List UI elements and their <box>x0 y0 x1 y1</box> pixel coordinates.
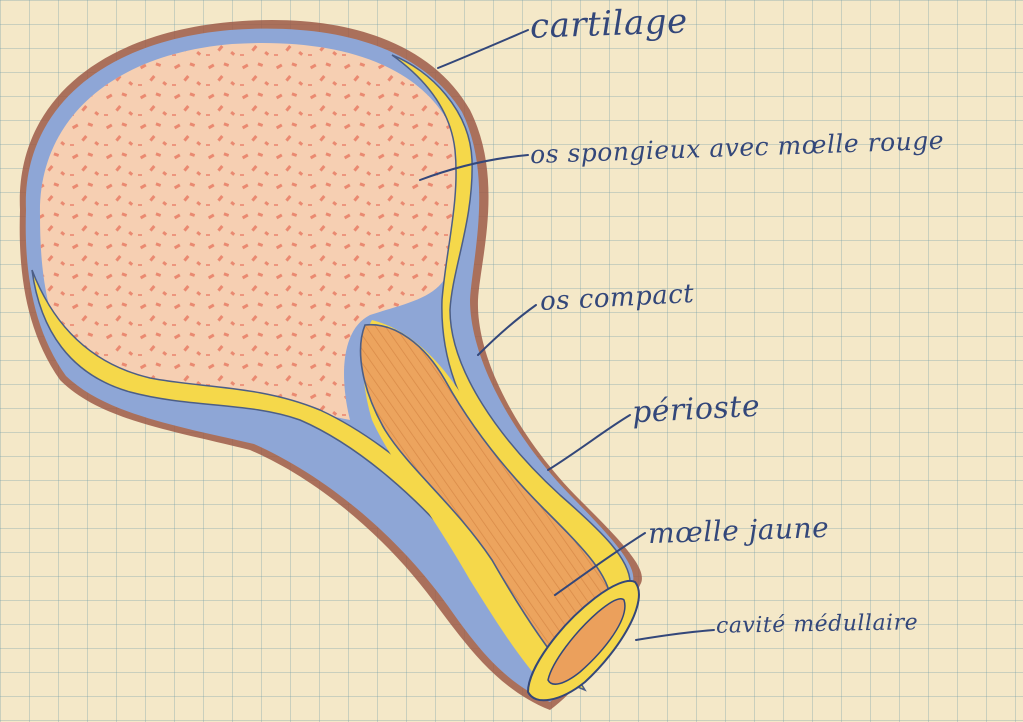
leader-perioste <box>548 415 630 470</box>
label-cavite-medullaire: cavité médullaire <box>716 610 919 639</box>
label-cartilage: cartilage <box>529 1 688 46</box>
label-perioste: périoste <box>631 389 761 431</box>
leader-cartilage <box>438 30 528 68</box>
label-moelle-jaune: mœlle jaune <box>647 511 829 550</box>
leader-compact <box>478 305 536 355</box>
leader-cavite <box>636 630 714 640</box>
